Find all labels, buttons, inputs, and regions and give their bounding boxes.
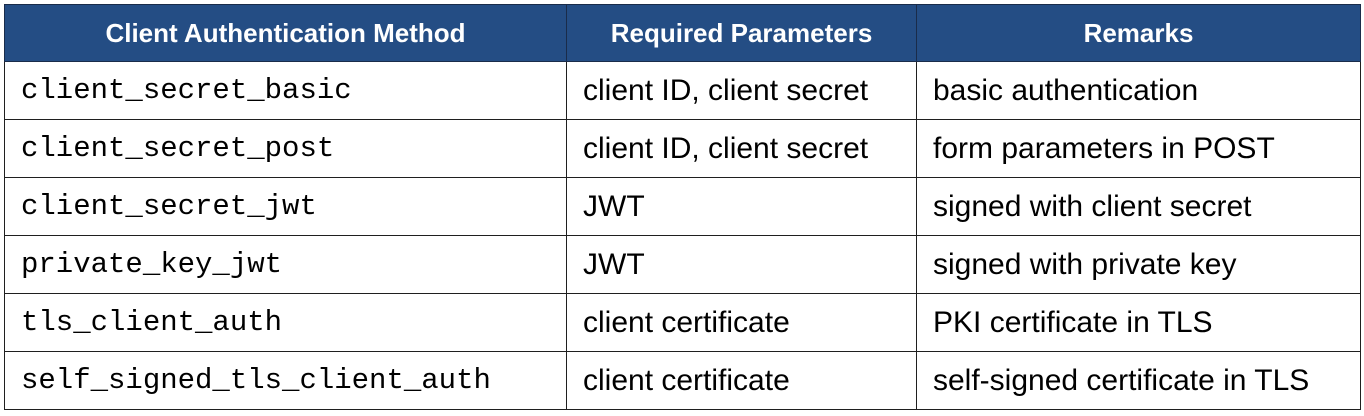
table-row: client_secret_basic client ID, client se… xyxy=(4,61,1361,120)
table-header: Client Authentication Method Required Pa… xyxy=(4,4,1361,62)
cell-required-parameters: client certificate xyxy=(566,351,917,410)
cell-auth-method: private_key_jwt xyxy=(4,235,567,294)
cell-required-parameters: client ID, client secret xyxy=(566,61,917,120)
cell-remarks: self-signed certificate in TLS xyxy=(916,351,1361,410)
cell-auth-method: tls_client_auth xyxy=(4,293,567,352)
cell-remarks: signed with client secret xyxy=(916,177,1361,236)
header-required-parameters: Required Parameters xyxy=(566,4,917,62)
cell-required-parameters: client certificate xyxy=(566,293,917,352)
auth-methods-table-container: Client Authentication Method Required Pa… xyxy=(4,4,1361,412)
table-row: tls_client_auth client certificate PKI c… xyxy=(4,293,1361,352)
cell-required-parameters: JWT xyxy=(566,177,917,236)
cell-auth-method: client_secret_post xyxy=(4,119,567,178)
cell-auth-method: client_secret_basic xyxy=(4,61,567,120)
cell-required-parameters: client ID, client secret xyxy=(566,119,917,178)
header-row: Client Authentication Method Required Pa… xyxy=(4,4,1361,62)
table-row: client_secret_jwt JWT signed with client… xyxy=(4,177,1361,236)
cell-auth-method: self_signed_tls_client_auth xyxy=(4,351,567,410)
cell-required-parameters: JWT xyxy=(566,235,917,294)
cell-auth-method: client_secret_jwt xyxy=(4,177,567,236)
cell-remarks: PKI certificate in TLS xyxy=(916,293,1361,352)
auth-methods-table: Client Authentication Method Required Pa… xyxy=(4,4,1361,410)
header-remarks: Remarks xyxy=(916,4,1361,62)
header-auth-method: Client Authentication Method xyxy=(4,4,567,62)
table-body: client_secret_basic client ID, client se… xyxy=(4,61,1361,410)
cell-remarks: signed with private key xyxy=(916,235,1361,294)
table-row: self_signed_tls_client_auth client certi… xyxy=(4,351,1361,410)
cell-remarks: form parameters in POST xyxy=(916,119,1361,178)
table-row: client_secret_post client ID, client sec… xyxy=(4,119,1361,178)
cell-remarks: basic authentication xyxy=(916,61,1361,120)
table-row: private_key_jwt JWT signed with private … xyxy=(4,235,1361,294)
